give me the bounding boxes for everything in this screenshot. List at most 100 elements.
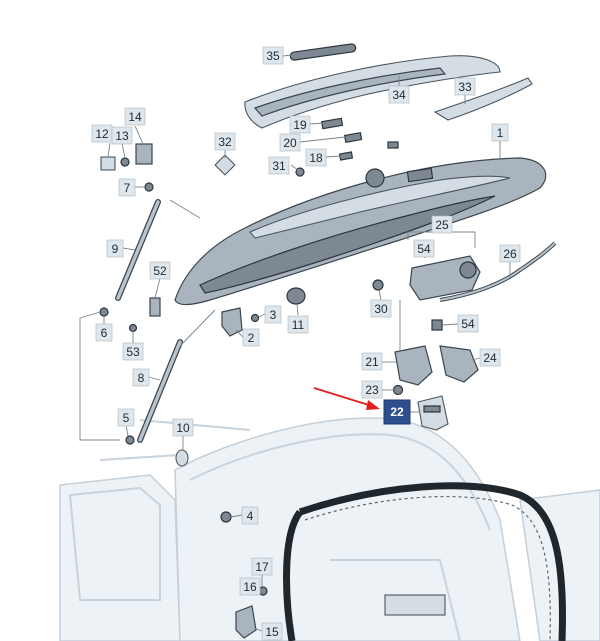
- mounting-bracket: [135, 143, 153, 165]
- label-9: 9: [106, 239, 124, 258]
- screw-13: [120, 157, 130, 167]
- svg-text:53: 53: [126, 345, 140, 359]
- label-25: 25: [431, 215, 453, 234]
- label-21: 21: [361, 352, 383, 371]
- svg-text:54: 54: [461, 317, 475, 331]
- label-10: 10: [172, 418, 194, 437]
- label-1: 1: [491, 123, 509, 142]
- label-54-lower: 54: [457, 314, 479, 333]
- highlight-arrow: [313, 387, 380, 410]
- label-5: 5: [117, 408, 135, 427]
- label-30: 30: [370, 299, 392, 318]
- grommet-4: [220, 511, 232, 523]
- svg-text:10: 10: [176, 421, 190, 435]
- clip-19: [320, 117, 344, 130]
- window-trim-strip: [433, 77, 533, 121]
- label-16: 16: [239, 577, 261, 596]
- grommet-30: [372, 279, 384, 291]
- tailgate-panel: [174, 157, 547, 306]
- svg-text:7: 7: [124, 181, 131, 195]
- screw-23: [392, 384, 404, 396]
- bracket-52: [149, 297, 161, 317]
- ball-stud-5: [125, 435, 135, 445]
- svg-text:15: 15: [265, 625, 279, 639]
- label-6: 6: [95, 323, 113, 342]
- label-7: 7: [118, 178, 136, 197]
- label-34: 34: [388, 85, 410, 104]
- tailgate-lock-21: [394, 345, 433, 386]
- cover-32: [214, 154, 236, 176]
- lock-cover-22: [417, 395, 449, 431]
- label-12: 12: [91, 124, 113, 143]
- svg-text:3: 3: [270, 308, 277, 322]
- svg-text:17: 17: [255, 560, 269, 574]
- svg-text:20: 20: [283, 136, 297, 150]
- ball-stud-6: [99, 307, 109, 317]
- label-20: 20: [279, 133, 301, 152]
- svg-text:16: 16: [243, 580, 257, 594]
- svg-text:54: 54: [417, 242, 431, 256]
- svg-text:52: 52: [153, 264, 167, 278]
- label-32: 32: [214, 132, 236, 151]
- svg-text:26: 26: [503, 247, 517, 261]
- loading-floor-panel: [384, 594, 446, 616]
- label-15: 15: [261, 622, 283, 641]
- svg-text:35: 35: [266, 49, 280, 63]
- rubber-stop-11: [286, 287, 306, 305]
- svg-text:12: 12: [95, 127, 109, 141]
- label-13: 13: [111, 126, 133, 145]
- gas-strut-lower: [137, 339, 183, 443]
- label-8: 8: [132, 368, 150, 387]
- label-52: 52: [149, 261, 171, 280]
- svg-text:8: 8: [138, 371, 145, 385]
- bolt-3: [250, 313, 260, 323]
- svg-text:6: 6: [101, 326, 108, 340]
- label-4: 4: [241, 506, 259, 525]
- label-22-highlighted: 22: [383, 399, 411, 425]
- svg-text:24: 24: [483, 351, 497, 365]
- clip-18: [338, 151, 354, 161]
- svg-text:34: 34: [392, 88, 406, 102]
- label-24: 24: [479, 348, 501, 367]
- svg-text:9: 9: [112, 242, 119, 256]
- svg-text:11: 11: [292, 318, 305, 332]
- spoiler-trim-strip: [289, 43, 357, 61]
- label-35: 35: [262, 46, 284, 65]
- svg-text:22: 22: [390, 405, 404, 419]
- label-26: 26: [499, 244, 521, 263]
- label-33: 33: [454, 77, 476, 96]
- clip-20: [343, 131, 363, 144]
- svg-text:31: 31: [272, 159, 286, 173]
- svg-text:25: 25: [435, 218, 449, 232]
- label-2: 2: [242, 328, 260, 347]
- svg-text:32: 32: [218, 135, 232, 149]
- label-17: 17: [251, 557, 273, 576]
- svg-text:33: 33: [458, 80, 472, 94]
- label-54-upper: 54: [413, 239, 435, 258]
- label-18: 18: [305, 148, 327, 167]
- svg-text:18: 18: [309, 151, 323, 165]
- rear-spoiler: [244, 55, 501, 129]
- svg-text:2: 2: [248, 331, 255, 345]
- tailgate-seal: [283, 482, 566, 641]
- svg-text:1: 1: [497, 126, 504, 140]
- vehicle-rear-body: [59, 417, 600, 641]
- gas-strut-upper: [115, 199, 161, 301]
- hinge: [221, 307, 243, 337]
- connector-54: [431, 319, 443, 331]
- lock-cylinder-24: [439, 345, 479, 383]
- svg-text:5: 5: [123, 411, 130, 425]
- label-31: 31: [268, 156, 290, 175]
- clip-small: [387, 141, 399, 149]
- svg-text:21: 21: [365, 355, 379, 369]
- label-19: 19: [289, 115, 311, 134]
- svg-text:4: 4: [247, 509, 254, 523]
- part-labels: 35 34 33 1 32 19 20 18 31 12 13 14 7 9 5…: [91, 46, 521, 641]
- svg-text:14: 14: [128, 110, 142, 124]
- svg-text:23: 23: [365, 383, 379, 397]
- svg-text:19: 19: [293, 118, 307, 132]
- label-53: 53: [122, 342, 144, 361]
- rubber-buffer: [100, 156, 116, 171]
- svg-text:13: 13: [115, 129, 129, 143]
